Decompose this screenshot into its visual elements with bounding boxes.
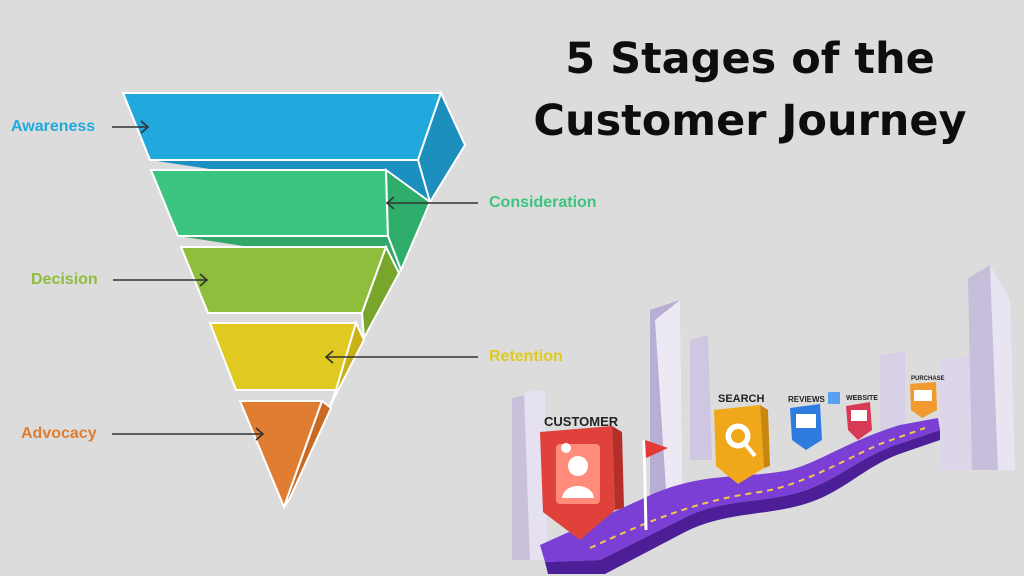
customer-label: CUSTOMER <box>544 414 619 429</box>
purchase-tag <box>910 382 937 418</box>
purchase-label: PURCHASE <box>911 376 945 382</box>
stage-label-decision: Decision <box>31 271 98 288</box>
magnifier-icon <box>725 423 757 458</box>
arrow-icon <box>385 196 478 210</box>
funnel-layer-decision <box>179 244 401 342</box>
arrow-icon <box>324 350 478 364</box>
stage-label-consideration: Consideration <box>489 194 597 211</box>
stage-label-retention: Retention <box>489 348 563 365</box>
funnel-layer-consideration <box>149 167 432 273</box>
page-title: 5 Stages of the Customer Journey <box>470 28 1024 152</box>
funnel-layer-advocacy <box>238 399 333 510</box>
reviews-tag <box>790 392 840 450</box>
website-tag <box>846 402 872 440</box>
arrow-icon <box>112 427 265 441</box>
search-label: SEARCH <box>718 393 765 405</box>
stage-label-advocacy: Advocacy <box>21 425 97 442</box>
title-line-2: Customer Journey <box>533 96 967 146</box>
person-icon <box>562 456 594 498</box>
city-buildings <box>512 265 1015 560</box>
reviews-label: REVIEWS <box>788 395 826 404</box>
search-tag <box>714 405 770 484</box>
journey-road <box>540 418 940 574</box>
stage-label-awareness: Awareness <box>11 118 96 135</box>
customer-tag <box>540 426 624 540</box>
title-line-1: 5 Stages of the <box>565 34 935 84</box>
website-label: WEBSITE <box>846 395 878 402</box>
funnel-layer-retention <box>208 320 366 407</box>
arrow-icon <box>112 120 150 134</box>
arrow-icon <box>113 273 209 287</box>
flag-icon <box>642 439 668 531</box>
